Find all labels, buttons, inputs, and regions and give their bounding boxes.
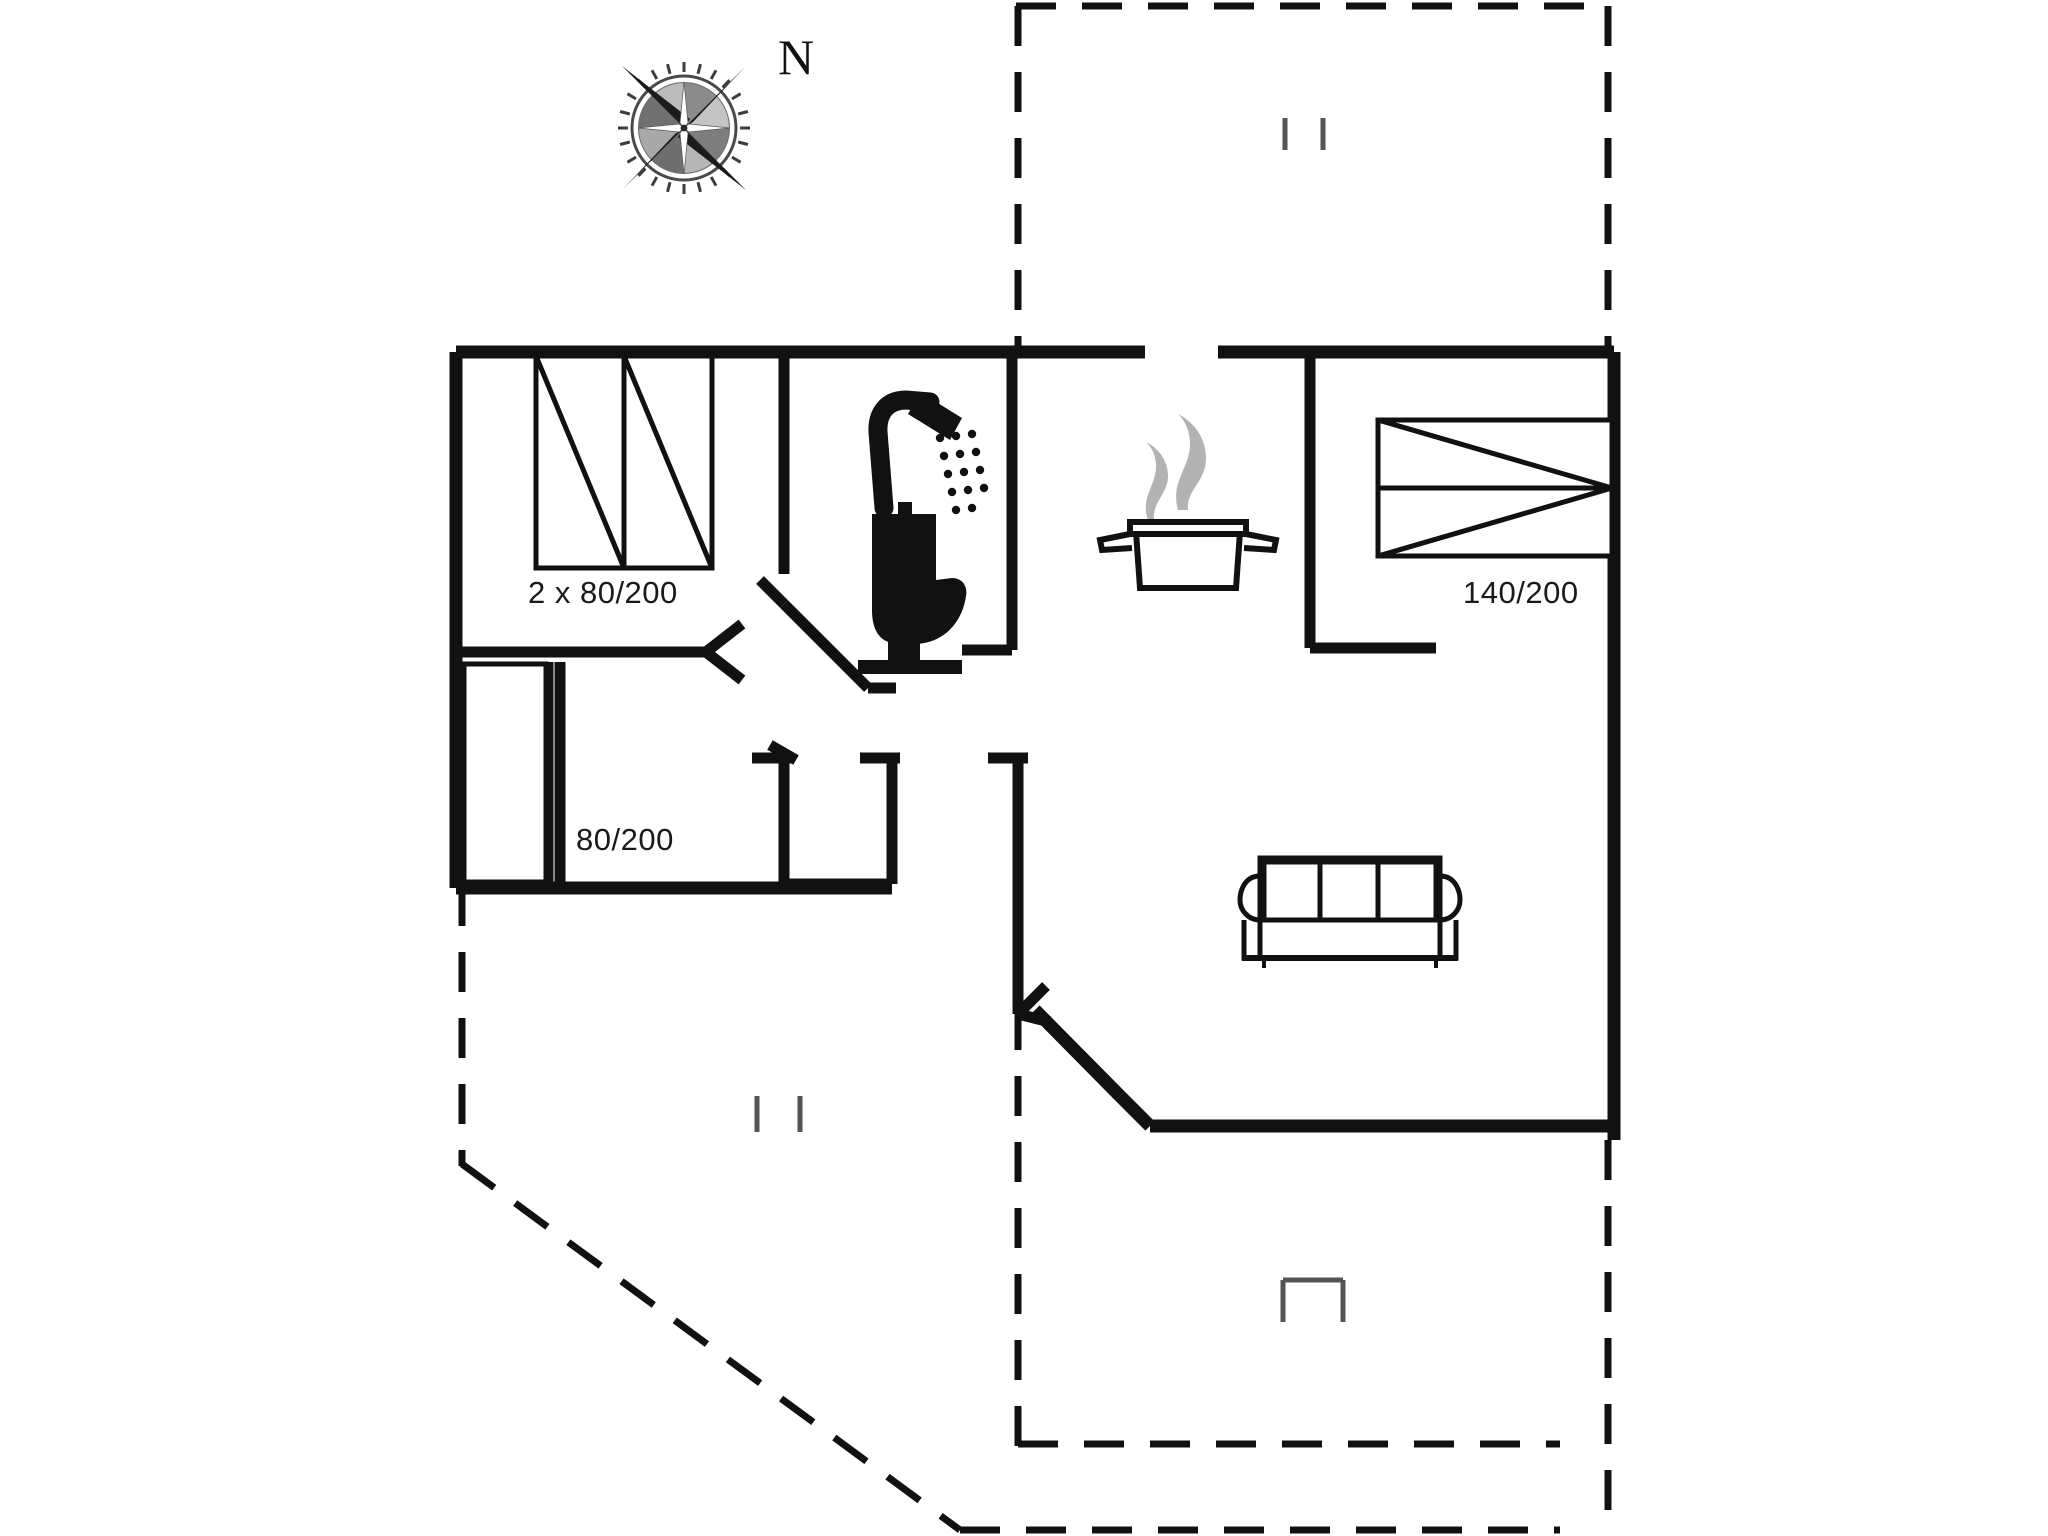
door-swings [702, 576, 1052, 1028]
terrace-south-outline [960, 1010, 1612, 1536]
plot-boundary-dashed [458, 886, 963, 1533]
steam-icon [1145, 414, 1206, 520]
bed-dimension-label-single: 80/200 [576, 822, 674, 857]
stairs-mark-icon-south [754, 1096, 803, 1132]
door-swing-icon-hallway [702, 619, 746, 685]
bed-icon-single [461, 661, 549, 885]
step-icon [1280, 1277, 1346, 1322]
bed-dimension-label-double: 140/200 [1463, 575, 1579, 610]
shower-icon [868, 390, 989, 518]
door-swing-icon-bathroom [756, 576, 896, 694]
bed-icon-double-diagonals [1377, 417, 1613, 559]
bed-dimension-label-twin: 2 x 80/200 [528, 575, 678, 610]
toilet-icon [858, 502, 967, 674]
sofa-icon [1237, 855, 1463, 968]
terrace-north-outline [1014, 2, 1612, 350]
compass-north-label: N [778, 29, 815, 85]
bed-twin-frame [533, 353, 715, 571]
stairs-mark-icon-north [1282, 118, 1326, 150]
door-swing-icon-closet [767, 740, 799, 765]
door-swing-icon-living [1014, 982, 1052, 1028]
bed-icon-double [1375, 417, 1615, 559]
cooking-pot-icon [1096, 414, 1280, 591]
compass-rose-icon [608, 52, 760, 204]
bed-icon-twin-diagonals [533, 355, 715, 569]
